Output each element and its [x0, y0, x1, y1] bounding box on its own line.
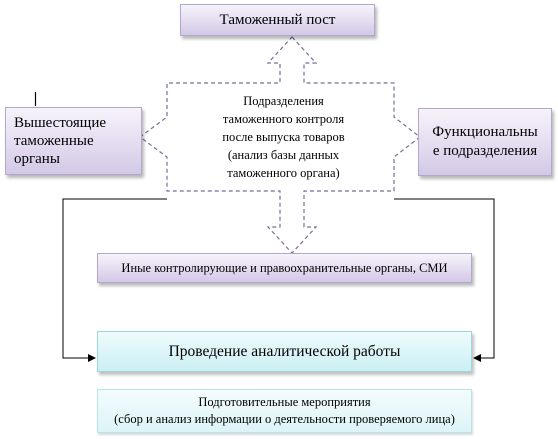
- center-line-4: (анализ базы данных: [227, 148, 340, 162]
- center-line-5: таможенного органа): [227, 166, 340, 180]
- customs-post-label: Таможенный пост: [219, 11, 336, 28]
- higher-bodies-line-1: Вышестоящие: [14, 115, 107, 131]
- preparatory-detail: (сбор и анализ информации о деятельности…: [114, 412, 455, 426]
- functional-units-line-1: Функциональны: [432, 124, 538, 140]
- other-agencies-box: Иные контролирующие и правоохранительные…: [97, 253, 472, 283]
- functional-units-box: Функциональны е подразделения: [418, 108, 552, 176]
- right-connector-line: [394, 198, 495, 362]
- preparatory-measures-box: Подготовительные мероприятия (сбор и ана…: [97, 389, 472, 433]
- other-agencies-label: Иные контролирующие и правоохранительные…: [121, 260, 448, 275]
- center-line-1: Подразделения: [243, 94, 324, 108]
- center-line-3: после выпуска товаров: [222, 130, 345, 144]
- customs-post-box: Таможенный пост: [180, 4, 375, 36]
- analytical-work-box: Проведение аналитической работы: [97, 331, 472, 372]
- preparatory-title: Подготовительные мероприятия: [198, 395, 371, 409]
- analytical-work-label: Проведение аналитической работы: [168, 342, 401, 360]
- center-line-2: таможенного контроля: [222, 112, 345, 126]
- post-release-control-units: Подразделения таможенного контроля после…: [196, 90, 371, 184]
- higher-bodies-line-2: таможенные: [14, 133, 94, 149]
- left-connector-line: [62, 198, 167, 362]
- higher-customs-bodies-box: Вышестоящие таможенные органы: [5, 107, 142, 175]
- higher-bodies-line-3: органы: [14, 151, 60, 167]
- functional-units-line-2: е подразделения: [432, 143, 538, 159]
